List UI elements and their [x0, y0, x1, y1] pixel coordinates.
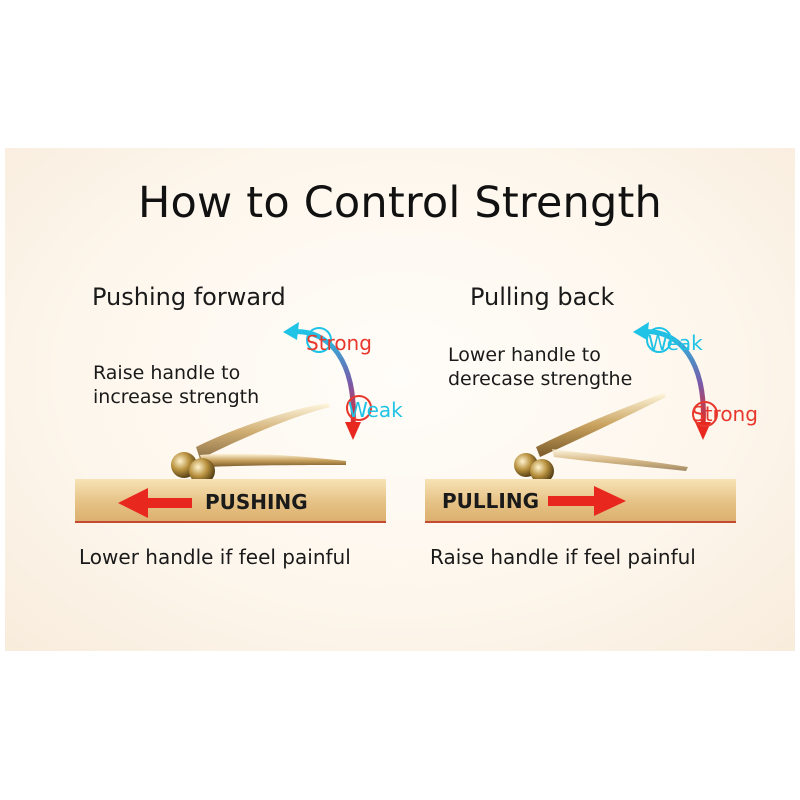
right-roller-icon [514, 393, 688, 483]
left-push-arrow-icon [118, 488, 192, 518]
right-pull-arrow-icon [548, 486, 626, 516]
right-description: Lower handle to derecase strengthe [448, 343, 632, 391]
left-strength-arc-icon [283, 322, 372, 440]
background-panel [5, 148, 795, 651]
right-strong-label: Strong [692, 402, 758, 426]
page-title: How to Control Strength [137, 178, 663, 228]
left-roller-icon [171, 403, 346, 484]
left-strong-label: Strong [306, 331, 372, 355]
right-description-line-1: Lower handle to [448, 344, 601, 366]
left-weak-label: Weak [348, 398, 403, 422]
right-description-line-2: derecase strengthe [448, 368, 633, 390]
right-weak-label: Weak [648, 331, 703, 355]
left-heading: Pushing forward [92, 283, 286, 311]
right-band-label: PULLING [442, 489, 539, 513]
left-description-line-1: Raise handle to [93, 362, 241, 384]
left-description: Raise handle to increase strength [93, 361, 259, 409]
right-strength-arc-icon [633, 322, 718, 440]
right-footer: Raise handle if feel painful [430, 545, 696, 569]
left-description-line-2: increase strength [93, 386, 260, 408]
left-footer: Lower handle if feel painful [79, 545, 351, 569]
left-band-label: PUSHING [205, 490, 308, 514]
right-heading: Pulling back [470, 283, 615, 311]
